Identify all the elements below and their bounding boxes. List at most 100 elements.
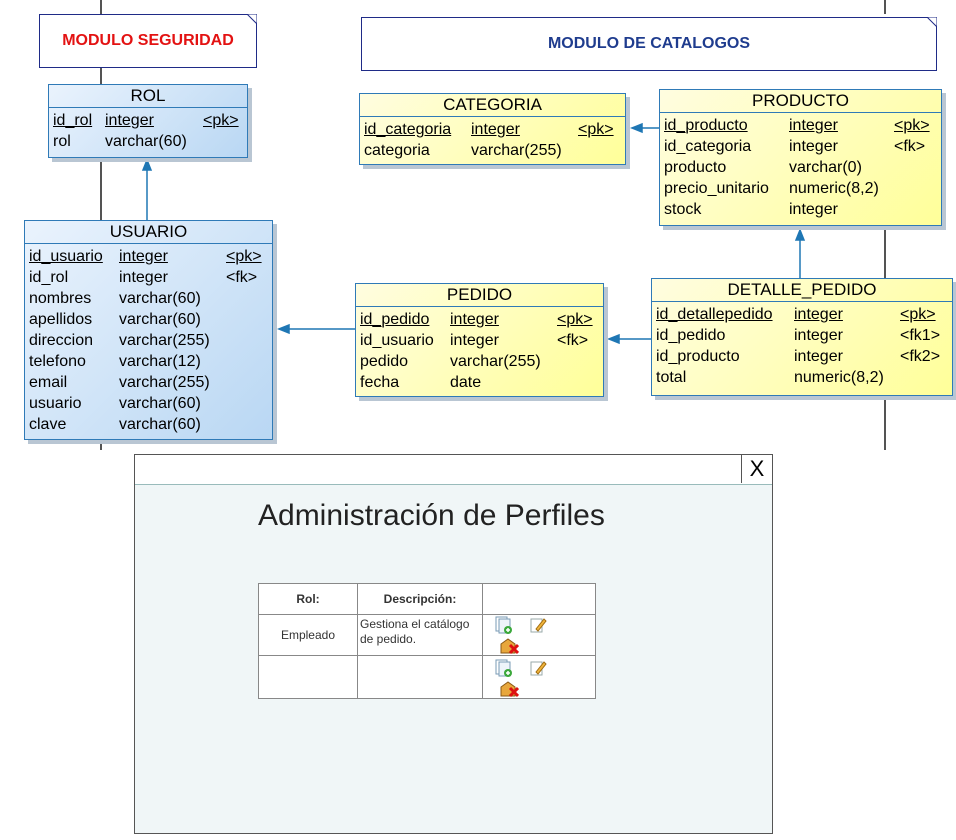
profiles-dialog: X Administración de Perfiles Rol: Descri… xyxy=(134,454,773,834)
column-name: apellidos xyxy=(29,311,93,328)
column-key: <pk> xyxy=(226,248,262,265)
column-name: usuario xyxy=(29,395,82,412)
column-name: id_producto xyxy=(664,117,748,134)
note-corner-icon xyxy=(927,17,937,27)
arrowhead-icon xyxy=(606,333,620,345)
arrowhead-icon xyxy=(141,157,153,171)
delete-icon[interactable] xyxy=(499,678,520,698)
column-name: id_usuario xyxy=(29,248,103,265)
entity-title: PRODUCTO xyxy=(660,90,941,113)
header-descripcion: Descripción: xyxy=(357,583,483,615)
column-type: integer xyxy=(105,112,154,129)
column-type: integer xyxy=(119,248,168,265)
column-name: id_categoria xyxy=(364,121,452,138)
module-seguridad-box: MODULO SEGURIDAD xyxy=(39,14,257,68)
module-seguridad-label: MODULO SEGURIDAD xyxy=(62,32,234,49)
column-key: <fk2> xyxy=(900,348,941,365)
entity-title: PEDIDO xyxy=(356,284,603,307)
column-name: pedido xyxy=(360,353,409,370)
column-name: telefono xyxy=(29,353,86,370)
module-catalogos-label: MODULO DE CATALOGOS xyxy=(547,35,751,52)
cell-descripcion xyxy=(357,655,483,699)
column-name: fecha xyxy=(360,374,400,391)
column-row: telefono varchar(12) xyxy=(29,351,268,372)
column-type: integer xyxy=(794,327,843,344)
column-type: numeric(8,2) xyxy=(789,180,879,197)
dialog-titlebar: X xyxy=(135,455,772,485)
column-name: producto xyxy=(664,159,727,176)
column-key: <pk> xyxy=(900,306,936,323)
column-name: id_pedido xyxy=(360,311,430,328)
delete-icon[interactable] xyxy=(499,635,520,655)
column-name: id_rol xyxy=(53,112,93,129)
header-rol: Rol: xyxy=(258,583,358,615)
edit-pencil-icon[interactable] xyxy=(528,615,548,635)
column-type: integer xyxy=(789,117,838,134)
column-type: integer xyxy=(119,269,168,286)
column-type: integer xyxy=(789,201,838,218)
cell-actions xyxy=(482,614,596,656)
column-key: <pk> xyxy=(203,112,239,129)
column-type: varchar(255) xyxy=(119,374,210,391)
column-name: id_pedido xyxy=(656,327,726,344)
column-row: id_pedido integer <fk1> xyxy=(656,325,948,346)
column-name: id_detallepedido xyxy=(656,306,773,323)
column-key: <pk> xyxy=(557,311,593,328)
add-document-icon[interactable] xyxy=(493,658,513,678)
column-key: <fk> xyxy=(226,269,258,286)
column-type: varchar(60) xyxy=(105,133,187,150)
column-row: id_producto integer <fk2> xyxy=(656,346,948,367)
edit-pencil-icon[interactable] xyxy=(528,658,548,678)
column-type: varchar(60) xyxy=(119,416,201,433)
arrowhead-icon xyxy=(276,323,290,335)
column-name: categoria xyxy=(364,142,430,159)
diagram-connectors xyxy=(100,0,886,450)
column-type: integer xyxy=(789,138,838,155)
column-type: integer xyxy=(794,306,843,323)
column-name: rol xyxy=(53,133,71,150)
column-name: total xyxy=(656,369,687,386)
column-key: <fk1> xyxy=(900,327,941,344)
column-type: integer xyxy=(794,348,843,365)
header-actions xyxy=(482,583,596,615)
column-type: varchar(255) xyxy=(471,142,562,159)
column-type: varchar(0) xyxy=(789,159,862,176)
table-row: Empleado Gestiona el catálogo de pedido. xyxy=(258,614,596,656)
arrowhead-icon xyxy=(629,122,643,134)
column-row: precio_unitario numeric(8,2) xyxy=(664,178,937,199)
column-name: id_producto xyxy=(656,348,740,365)
column-name: id_rol xyxy=(29,269,69,286)
column-row: categoria varchar(255) xyxy=(364,140,621,161)
column-name: precio_unitario xyxy=(664,180,769,197)
column-row: id_categoria integer <fk> xyxy=(664,136,937,157)
table-header-row: Rol: Descripción: xyxy=(258,583,596,615)
column-type: varchar(60) xyxy=(119,395,201,412)
column-name: nombres xyxy=(29,290,92,307)
column-type: varchar(12) xyxy=(119,353,201,370)
close-button[interactable]: X xyxy=(741,455,772,483)
column-key: <fk> xyxy=(894,138,926,155)
cell-actions xyxy=(482,655,596,699)
column-type: integer xyxy=(450,332,499,349)
er-diagram: MODULO SEGURIDAD MODULO DE CATALOGOS ROL… xyxy=(24,0,953,450)
column-row: id_rol integer <fk> xyxy=(29,267,268,288)
column-type: varchar(60) xyxy=(119,311,201,328)
entity-title: CATEGORIA xyxy=(360,94,625,117)
column-name: id_usuario xyxy=(360,332,434,349)
note-corner-icon xyxy=(247,14,257,24)
entity-title: USUARIO xyxy=(25,221,272,244)
column-name: id_categoria xyxy=(664,138,752,155)
table-row xyxy=(258,655,596,699)
add-document-icon[interactable] xyxy=(493,615,513,635)
